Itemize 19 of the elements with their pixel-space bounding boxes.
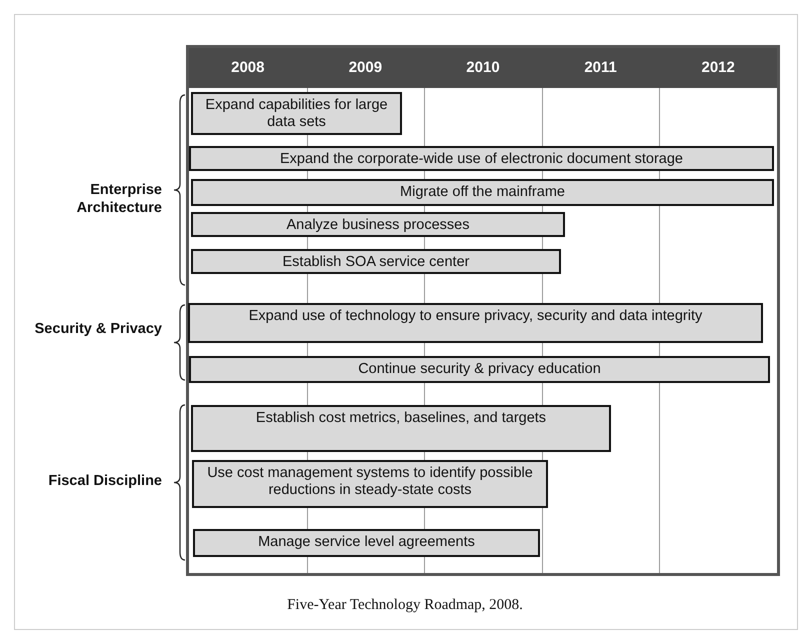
- year-header: 2008: [230, 58, 266, 78]
- task-bar: Establish SOA service center: [191, 249, 561, 274]
- task-bar: Expand the corporate-wide use of electronic document storage: [189, 146, 774, 171]
- task-bar: Migrate off the mainframe: [191, 179, 774, 206]
- year-header: 2011: [583, 58, 618, 78]
- year-header: 2012: [700, 58, 736, 78]
- task-bar: Continue security & privacy education: [189, 356, 770, 383]
- task-bar: Expand capabilities for large data sets: [191, 92, 402, 135]
- task-bar: Use cost management systems to identify possible reductions in steady-state costs: [192, 460, 548, 508]
- task-bar: Expand use of technology to ensure privacy, security and data integrity: [188, 303, 763, 343]
- task-bar: Establish cost metrics, baselines, and targets: [191, 405, 611, 452]
- group-label: Fiscal Discipline: [47, 472, 162, 490]
- group-label: Security & Privacy: [34, 320, 162, 338]
- caption: Five-Year Technology Roadmap, 2008.: [286, 597, 524, 614]
- task-bar: Manage service level agreements: [193, 529, 540, 557]
- year-header: 2009: [348, 58, 384, 78]
- task-bar: Analyze business processes: [191, 212, 565, 237]
- year-header: 2010: [465, 58, 501, 78]
- group-label: Enterprise Architecture: [76, 181, 162, 217]
